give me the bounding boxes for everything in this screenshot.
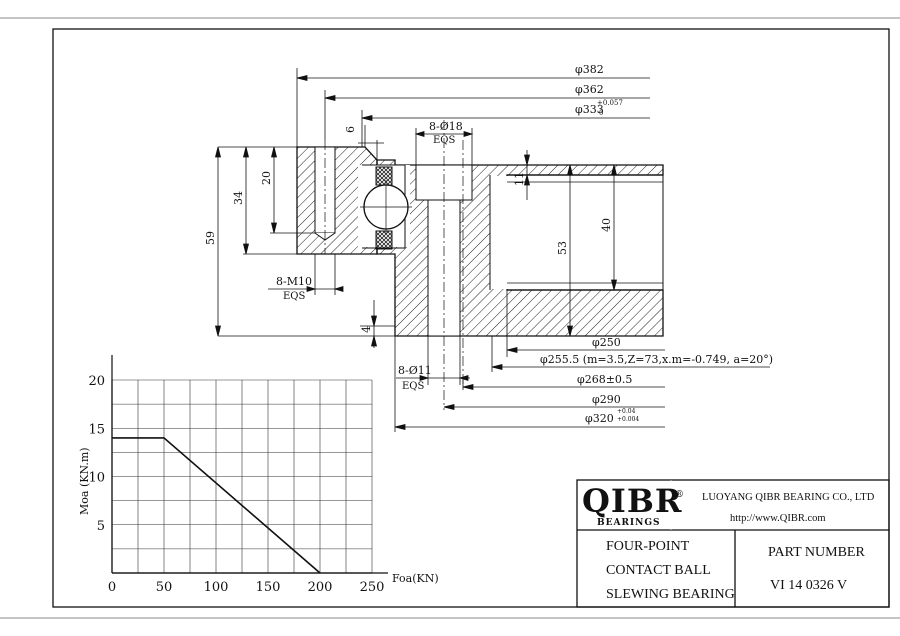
- dim-333-tol-up: +0.057: [597, 99, 623, 107]
- title-block: [576, 479, 890, 608]
- dim-382: φ382: [575, 63, 604, 76]
- load-chart: 0 50 100 150 200 250 5 10 15 20 Moa (KN.m) Foa(KN…: [78, 355, 439, 595]
- dim-40: 40: [600, 218, 613, 232]
- dimension-lines: [214, 68, 770, 432]
- dim-4: 4: [360, 326, 373, 333]
- company-logo: QIBR: [582, 482, 682, 520]
- dim-59: 59: [204, 231, 217, 245]
- x-tick-label: 250: [360, 580, 385, 595]
- lower-seal: [375, 230, 393, 250]
- dim-362: φ362: [575, 83, 604, 96]
- x-tick-label: 0: [108, 580, 116, 595]
- dim-320-tol-low: +0.004: [617, 416, 639, 423]
- chart-y-label: Moa (KN.m): [78, 447, 91, 515]
- company-name: LUOYANG QIBR BEARING CO., LTD: [702, 492, 875, 503]
- load-limit-line: [112, 437, 321, 574]
- dim-holes-inner: 8-Ø11: [398, 364, 432, 377]
- dim-250: φ250: [592, 336, 621, 349]
- dim-320-tol-up: +0.04: [617, 408, 636, 415]
- dim-6: 6: [344, 126, 357, 133]
- dim-53: 53: [556, 241, 569, 255]
- chart-grid: [111, 355, 388, 574]
- y-tick-label: 5: [97, 519, 105, 534]
- dim-holes-outer: 8-Ø18: [429, 120, 463, 133]
- dim-34: 34: [232, 191, 245, 205]
- part-number-label: PART NUMBER: [768, 545, 865, 560]
- company-logo-sub: BEARINGS: [597, 518, 661, 528]
- dim-holes-inner-eqs: EQS: [402, 381, 424, 392]
- dim-290: φ290: [592, 393, 621, 406]
- bearing-cross-section: [296, 120, 664, 410]
- dimension-texts: φ382 φ362 φ333 +0.057 0 6 8-Ø18 EQS 20 3…: [204, 63, 773, 425]
- x-tick-label: 100: [204, 580, 229, 595]
- dim-holes-outer-eqs: EQS: [433, 135, 455, 146]
- dim-333-tol-low: 0: [599, 109, 603, 117]
- dim-thread: 8-M10: [276, 275, 312, 288]
- description-line-1: FOUR-POINT: [606, 539, 690, 554]
- dim-268: φ268±0.5: [577, 373, 632, 386]
- drawing-frame: [52, 28, 890, 608]
- dim-20: 20: [260, 171, 273, 185]
- registered-mark: ®: [675, 490, 684, 500]
- dim-320: φ320: [585, 412, 614, 425]
- dim-thread-eqs: EQS: [283, 291, 305, 302]
- x-tick-label: 150: [256, 580, 281, 595]
- chart-ticks: 0 50 100 150 200 250 5 10 15 20: [88, 374, 384, 595]
- title-block-texts: QIBR ® BEARINGS LUOYANG QIBR BEARING CO.…: [582, 482, 875, 602]
- company-website: http://www.QIBR.com: [730, 513, 826, 524]
- dim-255: φ255.5 (m=3.5,Z=73,x.m=-0.749, a=20°): [540, 353, 773, 366]
- y-tick-label: 20: [88, 374, 105, 389]
- upper-seal: [375, 166, 393, 186]
- part-number: VI 14 0326 V: [770, 578, 847, 593]
- chart-series: [112, 437, 321, 574]
- y-tick-label: 10: [88, 471, 105, 486]
- x-tick-label: 200: [308, 580, 333, 595]
- x-tick-label: 50: [156, 580, 173, 595]
- dim-333: φ333: [575, 103, 604, 116]
- description-line-2: CONTACT BALL: [606, 563, 711, 578]
- dim-11: 11: [513, 172, 526, 186]
- y-tick-label: 15: [88, 422, 105, 437]
- chart-x-label: Foa(KN): [392, 572, 439, 585]
- description-line-3: SLEWING BEARING: [606, 587, 735, 602]
